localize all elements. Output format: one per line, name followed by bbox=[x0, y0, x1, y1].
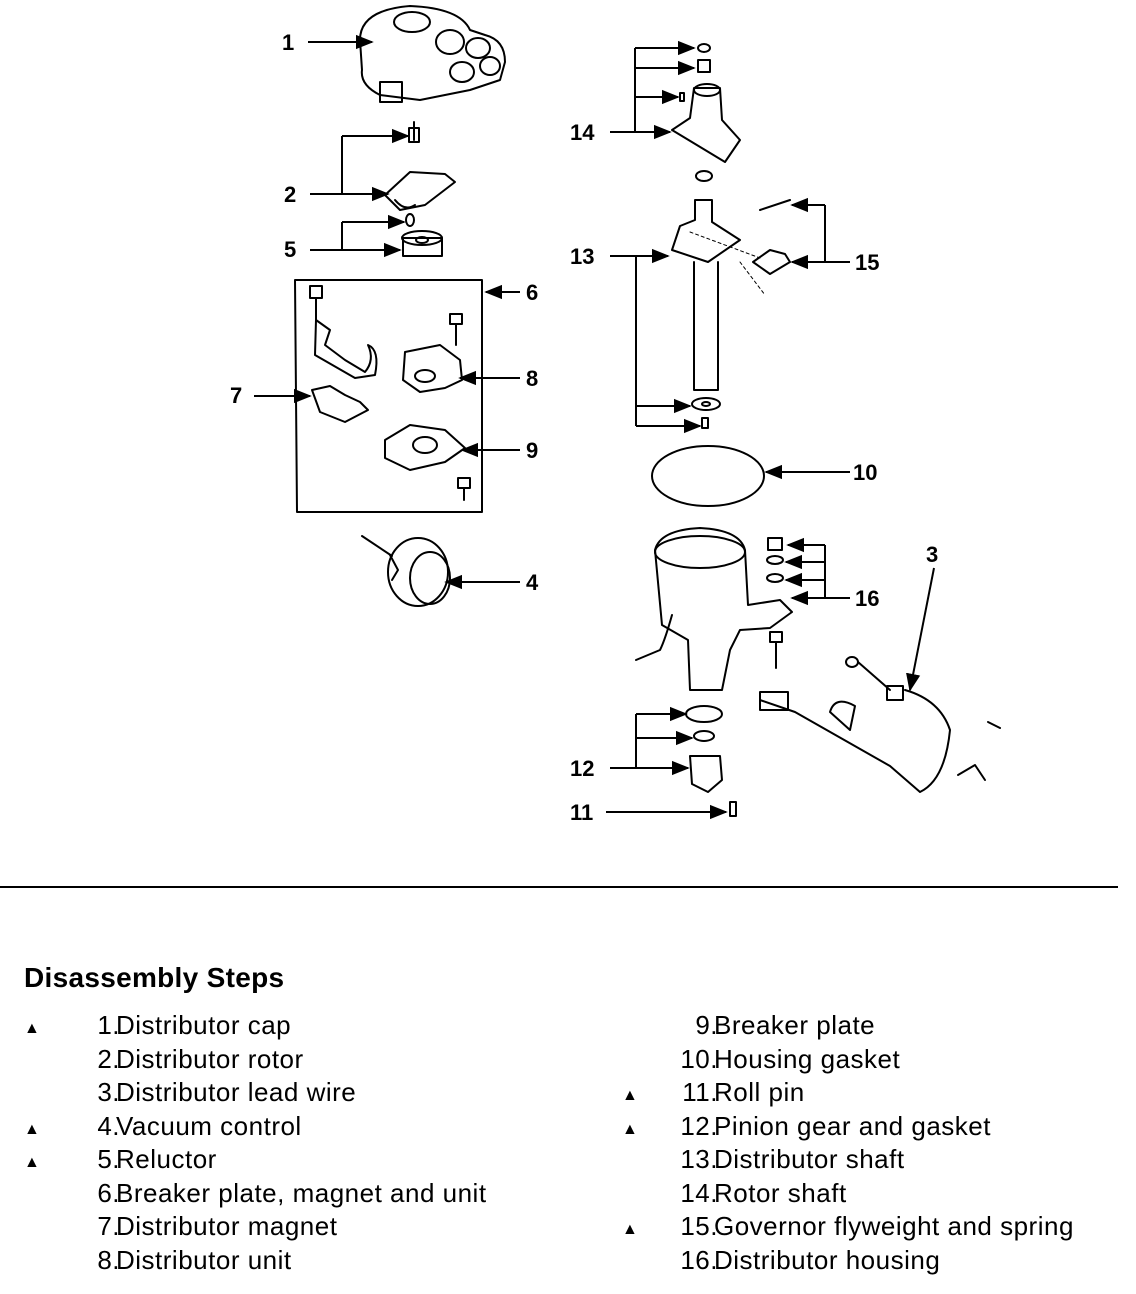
step-label: Roll pin bbox=[714, 1077, 805, 1107]
step-label: Distributor housing bbox=[714, 1244, 941, 1275]
step-label: Distributor magnet bbox=[116, 1211, 338, 1241]
distributor-cap-part bbox=[359, 5, 506, 103]
step-label: Distributor cap bbox=[116, 1010, 292, 1040]
housing-gasket-part bbox=[651, 445, 765, 507]
step-label: Rotor shaft bbox=[714, 1177, 847, 1208]
callout-1: 1 bbox=[282, 30, 294, 55]
step-label: Breaker plate, magnet and unit bbox=[116, 1177, 487, 1208]
distributor-shaft-part bbox=[671, 199, 741, 429]
callout-7: 7 bbox=[230, 383, 242, 408]
step-label: Breaker plate bbox=[714, 1010, 876, 1040]
callout-13: 13 bbox=[570, 244, 594, 269]
step-number: 3. bbox=[97, 1077, 120, 1107]
pinion-gear-part bbox=[685, 705, 737, 817]
section-divider bbox=[0, 886, 1118, 888]
step-number: 2. bbox=[97, 1043, 120, 1074]
step-label: Pinion gear and gasket bbox=[714, 1110, 991, 1141]
callout-9: 9 bbox=[526, 438, 538, 463]
triangle-marker-icon: ▲ bbox=[622, 1087, 639, 1104]
callout-3: 3 bbox=[926, 542, 938, 567]
step-number: 8. bbox=[97, 1244, 120, 1275]
step-number: 5. bbox=[97, 1144, 120, 1174]
step-number: 7. bbox=[97, 1211, 120, 1241]
breaker-parts bbox=[309, 285, 471, 501]
callout-15: 15 bbox=[855, 250, 879, 275]
step-label: Distributor rotor bbox=[116, 1043, 304, 1074]
step-label: Distributor shaft bbox=[714, 1144, 905, 1174]
step-number: 12. bbox=[680, 1110, 718, 1141]
step-label: Governor flyweight and spring bbox=[714, 1211, 1074, 1241]
distributor-housing-part bbox=[635, 527, 793, 691]
step-number: 11. bbox=[682, 1077, 718, 1107]
step-number: 15. bbox=[680, 1211, 718, 1241]
steps-title: Disassembly Steps bbox=[24, 962, 285, 993]
step-number: 13. bbox=[680, 1144, 718, 1174]
callout-16: 16 bbox=[855, 586, 879, 611]
vacuum-control-part bbox=[361, 535, 451, 607]
step-number: 14. bbox=[680, 1177, 718, 1208]
triangle-marker-icon: ▲ bbox=[622, 1221, 639, 1238]
callout-8: 8 bbox=[526, 366, 538, 391]
callout-11: 11 bbox=[570, 800, 593, 825]
callout-12: 12 bbox=[570, 756, 594, 781]
step-number: 10. bbox=[680, 1043, 718, 1074]
triangle-marker-icon: ▲ bbox=[24, 1154, 41, 1171]
callout-2: 2 bbox=[284, 182, 296, 207]
exploded-diagram: 1 2 3 4 5 6 7 8 9 10 11 12 13 14 15 16 bbox=[230, 5, 1001, 825]
reluctor-part bbox=[401, 213, 443, 257]
callout-5: 5 bbox=[284, 237, 296, 262]
step-number: 1. bbox=[97, 1010, 120, 1040]
step-number: 16. bbox=[680, 1244, 718, 1275]
step-number: 9. bbox=[695, 1010, 718, 1040]
triangle-marker-icon: ▲ bbox=[622, 1120, 639, 1138]
step-number: 6. bbox=[97, 1177, 120, 1208]
step-label: Distributor lead wire bbox=[116, 1077, 357, 1107]
triangle-marker-icon: ▲ bbox=[24, 1120, 41, 1138]
step-label: Vacuum control bbox=[116, 1110, 302, 1141]
step-label: Reluctor bbox=[116, 1144, 217, 1174]
callout-10: 10 bbox=[853, 460, 877, 485]
triangle-marker-icon: ▲ bbox=[24, 1020, 41, 1037]
step-number: 4. bbox=[97, 1110, 120, 1141]
step-label: Housing gasket bbox=[714, 1043, 901, 1074]
breaker-assembly-box bbox=[294, 279, 483, 513]
governor-part bbox=[752, 199, 791, 275]
rotor-shaft-part bbox=[671, 43, 741, 182]
lead-wire-part bbox=[759, 656, 1001, 793]
callout-6: 6 bbox=[526, 280, 538, 305]
step-label: Distributor unit bbox=[116, 1244, 292, 1275]
callout-14: 14 bbox=[570, 120, 595, 145]
callout-4: 4 bbox=[526, 570, 539, 595]
